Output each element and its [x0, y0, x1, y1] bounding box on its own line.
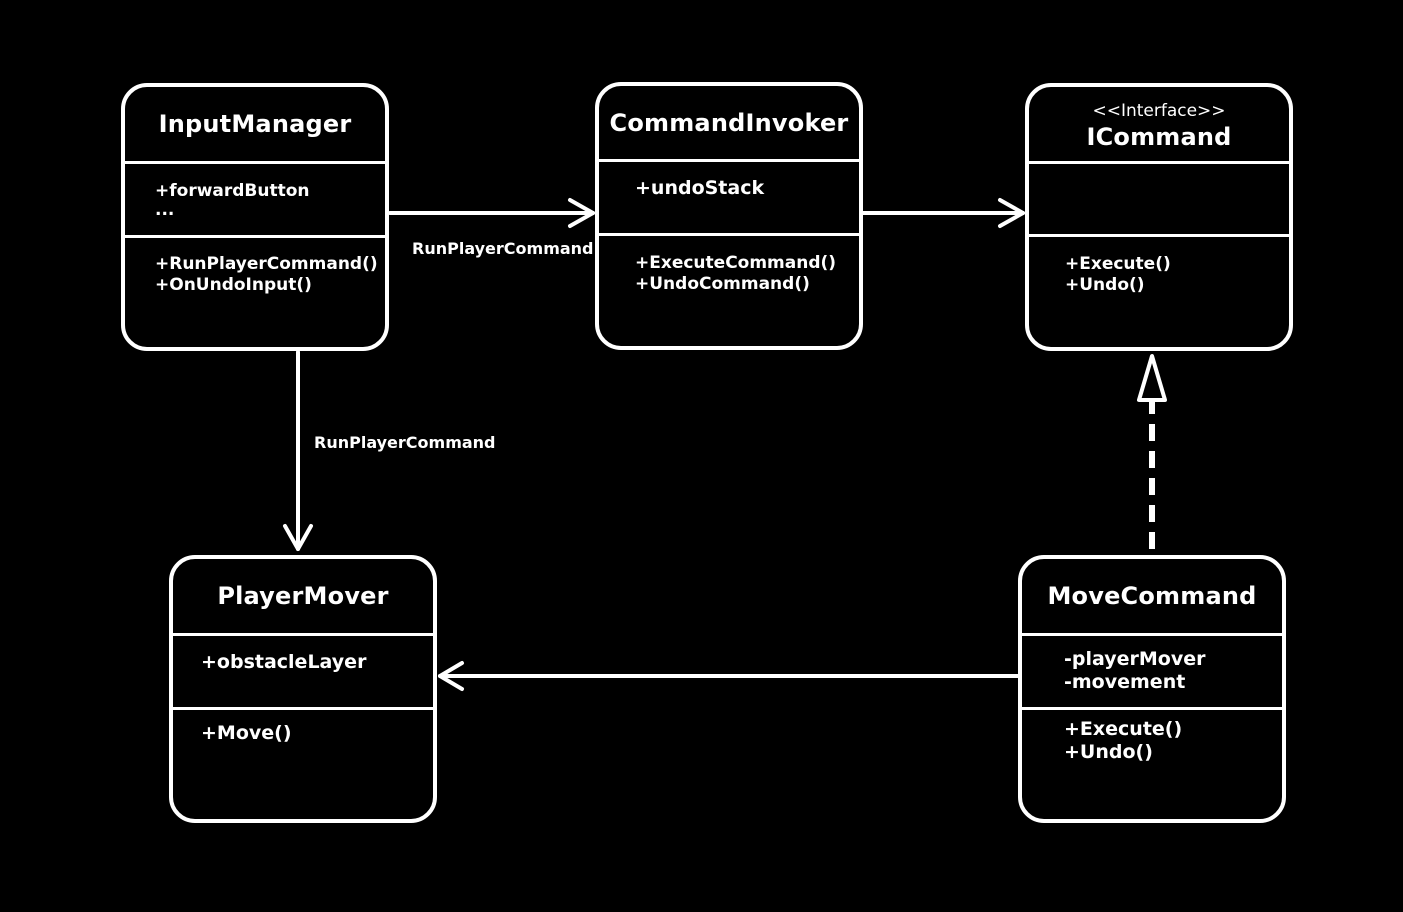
method: +Move()	[201, 722, 292, 744]
class-name: ICommand	[1086, 123, 1232, 151]
attributes-section: +undoStack	[599, 162, 859, 236]
class-command-invoker[interactable]: CommandInvoker +undoStack +ExecuteComman…	[595, 82, 863, 350]
attribute: -playerMover	[1064, 648, 1206, 670]
methods-section: +RunPlayerCommand() +OnUndoInput()	[125, 238, 385, 296]
edge-move-command-to-player-mover	[438, 661, 1020, 691]
attribute: +forwardButton	[155, 181, 310, 201]
class-name: CommandInvoker	[609, 108, 849, 137]
class-stereotype: <<Interface>>	[1092, 101, 1226, 121]
class-move-command[interactable]: MoveCommand -playerMover -movement +Exec…	[1018, 555, 1286, 823]
methods-section: +ExecuteCommand() +UndoCommand()	[599, 236, 859, 295]
class-header: PlayerMover	[173, 559, 433, 636]
class-player-mover[interactable]: PlayerMover +obstacleLayer +Move()	[169, 555, 437, 823]
attributes-section: +obstacleLayer	[173, 636, 433, 710]
attributes-section: -playerMover -movement	[1022, 636, 1282, 710]
edge-move-command-realizes-icommand	[1137, 354, 1167, 549]
class-header: <<Interface>> ICommand	[1029, 87, 1289, 164]
class-name: PlayerMover	[217, 582, 389, 610]
attributes-section: +forwardButton ...	[125, 164, 385, 238]
attribute: -movement	[1064, 671, 1186, 693]
class-name: InputManager	[158, 110, 352, 138]
methods-section: +Move()	[173, 710, 433, 745]
edge-label-input-to-invoker: RunPlayerCommand	[412, 239, 594, 258]
edge-invoker-to-icommand	[861, 198, 1025, 228]
class-header: InputManager	[125, 87, 385, 164]
methods-section: +Execute() +Undo()	[1029, 237, 1289, 296]
method: +Execute()	[1064, 718, 1183, 740]
edge-input-to-invoker	[388, 198, 595, 228]
methods-section: +Execute() +Undo()	[1022, 710, 1282, 764]
class-header: MoveCommand	[1022, 559, 1282, 636]
method: +ExecuteCommand()	[635, 253, 837, 273]
method: +Undo()	[1064, 741, 1153, 763]
attributes-section	[1029, 164, 1289, 237]
class-name: MoveCommand	[1047, 582, 1257, 610]
method: +Execute()	[1065, 254, 1171, 274]
method: +RunPlayerCommand()	[155, 254, 378, 274]
edge-label-input-to-player-mover: RunPlayerCommand	[314, 433, 496, 452]
class-header: CommandInvoker	[599, 86, 859, 162]
attribute: +undoStack	[635, 177, 765, 199]
class-icommand[interactable]: <<Interface>> ICommand +Execute() +Undo(…	[1025, 83, 1293, 351]
attribute: +obstacleLayer	[201, 651, 367, 673]
class-input-manager[interactable]: InputManager +forwardButton ... +RunPlay…	[121, 83, 389, 351]
edge-input-to-player-mover	[283, 350, 313, 551]
method: +OnUndoInput()	[155, 275, 312, 295]
attribute: ...	[155, 200, 175, 220]
method: +UndoCommand()	[635, 274, 810, 294]
method: +Undo()	[1065, 275, 1145, 295]
